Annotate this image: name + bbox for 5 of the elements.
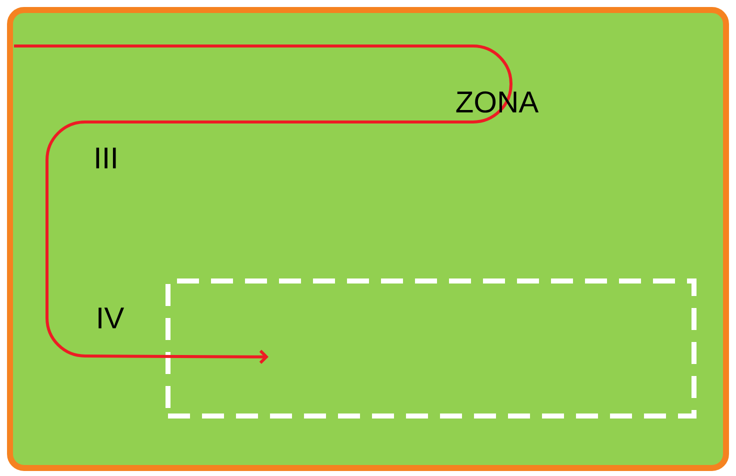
- field-area: [7, 7, 729, 471]
- dashed-zone: [166, 278, 696, 418]
- route-arrow: [14, 44, 512, 364]
- zone-label: IV: [98, 308, 124, 328]
- zone-label: III: [96, 148, 116, 168]
